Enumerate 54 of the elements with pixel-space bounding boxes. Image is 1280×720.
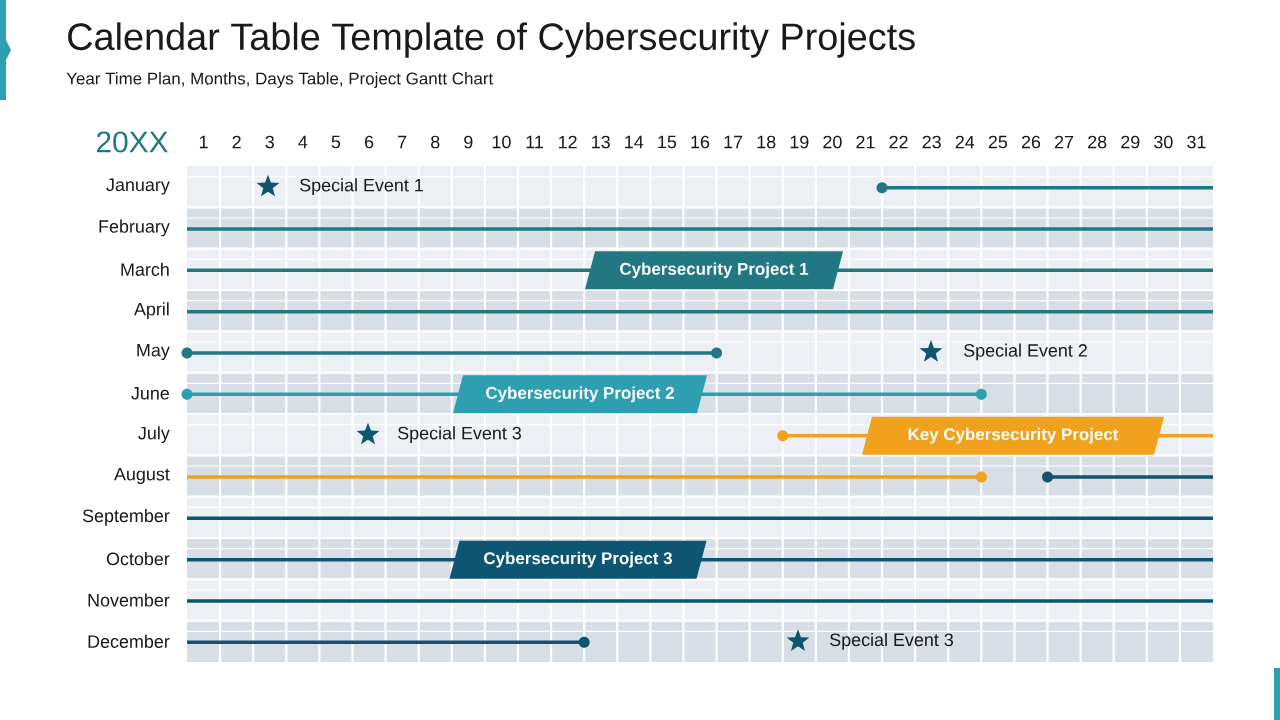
subtitle: Year Time Plan, Months, Days Table, Project Gantt Chart [66,72,494,88]
event-label: Special Event 3 [398,426,521,443]
project-banner: Cybersecurity Project 2 [453,375,707,414]
day-number: 11 [526,135,543,149]
day-number: 14 [625,135,644,149]
month-label: June [131,387,169,400]
project-banner: Cybersecurity Project 3 [449,540,707,579]
month-label: October [106,552,170,566]
day-number: 1 [199,135,208,149]
month-label: September [82,508,170,526]
day-number: 13 [592,135,610,149]
day-number: 24 [955,135,975,149]
day-number: 17 [724,135,743,149]
month-label: March [121,262,169,276]
day-number: 28 [1088,135,1107,149]
day-number: 30 [1154,135,1173,149]
day-number: 10 [492,135,511,149]
event-label: Special Event 2 [964,343,1087,361]
month-label: February [99,219,170,237]
event-label: Special Event 1 [300,178,423,195]
day-number: 3 [265,135,274,149]
title: Calendar Table Template of Cybersecurity Projects [68,22,915,58]
month-label: August [114,467,170,484]
day-number: 6 [364,135,374,149]
day-number: 22 [889,135,908,149]
year-label: 20XX [96,131,168,153]
day-number: 16 [691,135,710,149]
day-number: 21 [856,135,875,149]
day-number: 27 [1055,135,1074,149]
day-number: 8 [431,135,440,149]
event-label: Special Event 3 [830,632,953,650]
day-number: 25 [988,135,1008,149]
day-number: 4 [298,135,308,149]
day-number: 20 [823,135,842,149]
project-banner: Cybersecurity Project 1 [585,251,843,290]
day-number: 15 [658,135,677,149]
day-number: 7 [398,135,407,149]
day-number: 29 [1121,135,1140,149]
month-label: May [137,343,170,360]
day-number: 2 [232,135,241,149]
day-number: 18 [757,135,776,149]
day-number: 26 [1021,135,1041,149]
day-number: 19 [790,135,809,149]
month-label: July [138,426,170,443]
month-label: April [133,302,169,319]
day-number: 12 [559,135,577,149]
day-number: 9 [464,135,473,149]
project-banner: Key Cybersecurity Project [862,416,1164,455]
month-label: November [88,593,170,607]
month-label: December [88,634,170,648]
day-number: 23 [922,135,941,149]
month-label: January [106,178,170,195]
day-number: 31 [1187,135,1206,149]
day-number: 5 [331,135,341,149]
